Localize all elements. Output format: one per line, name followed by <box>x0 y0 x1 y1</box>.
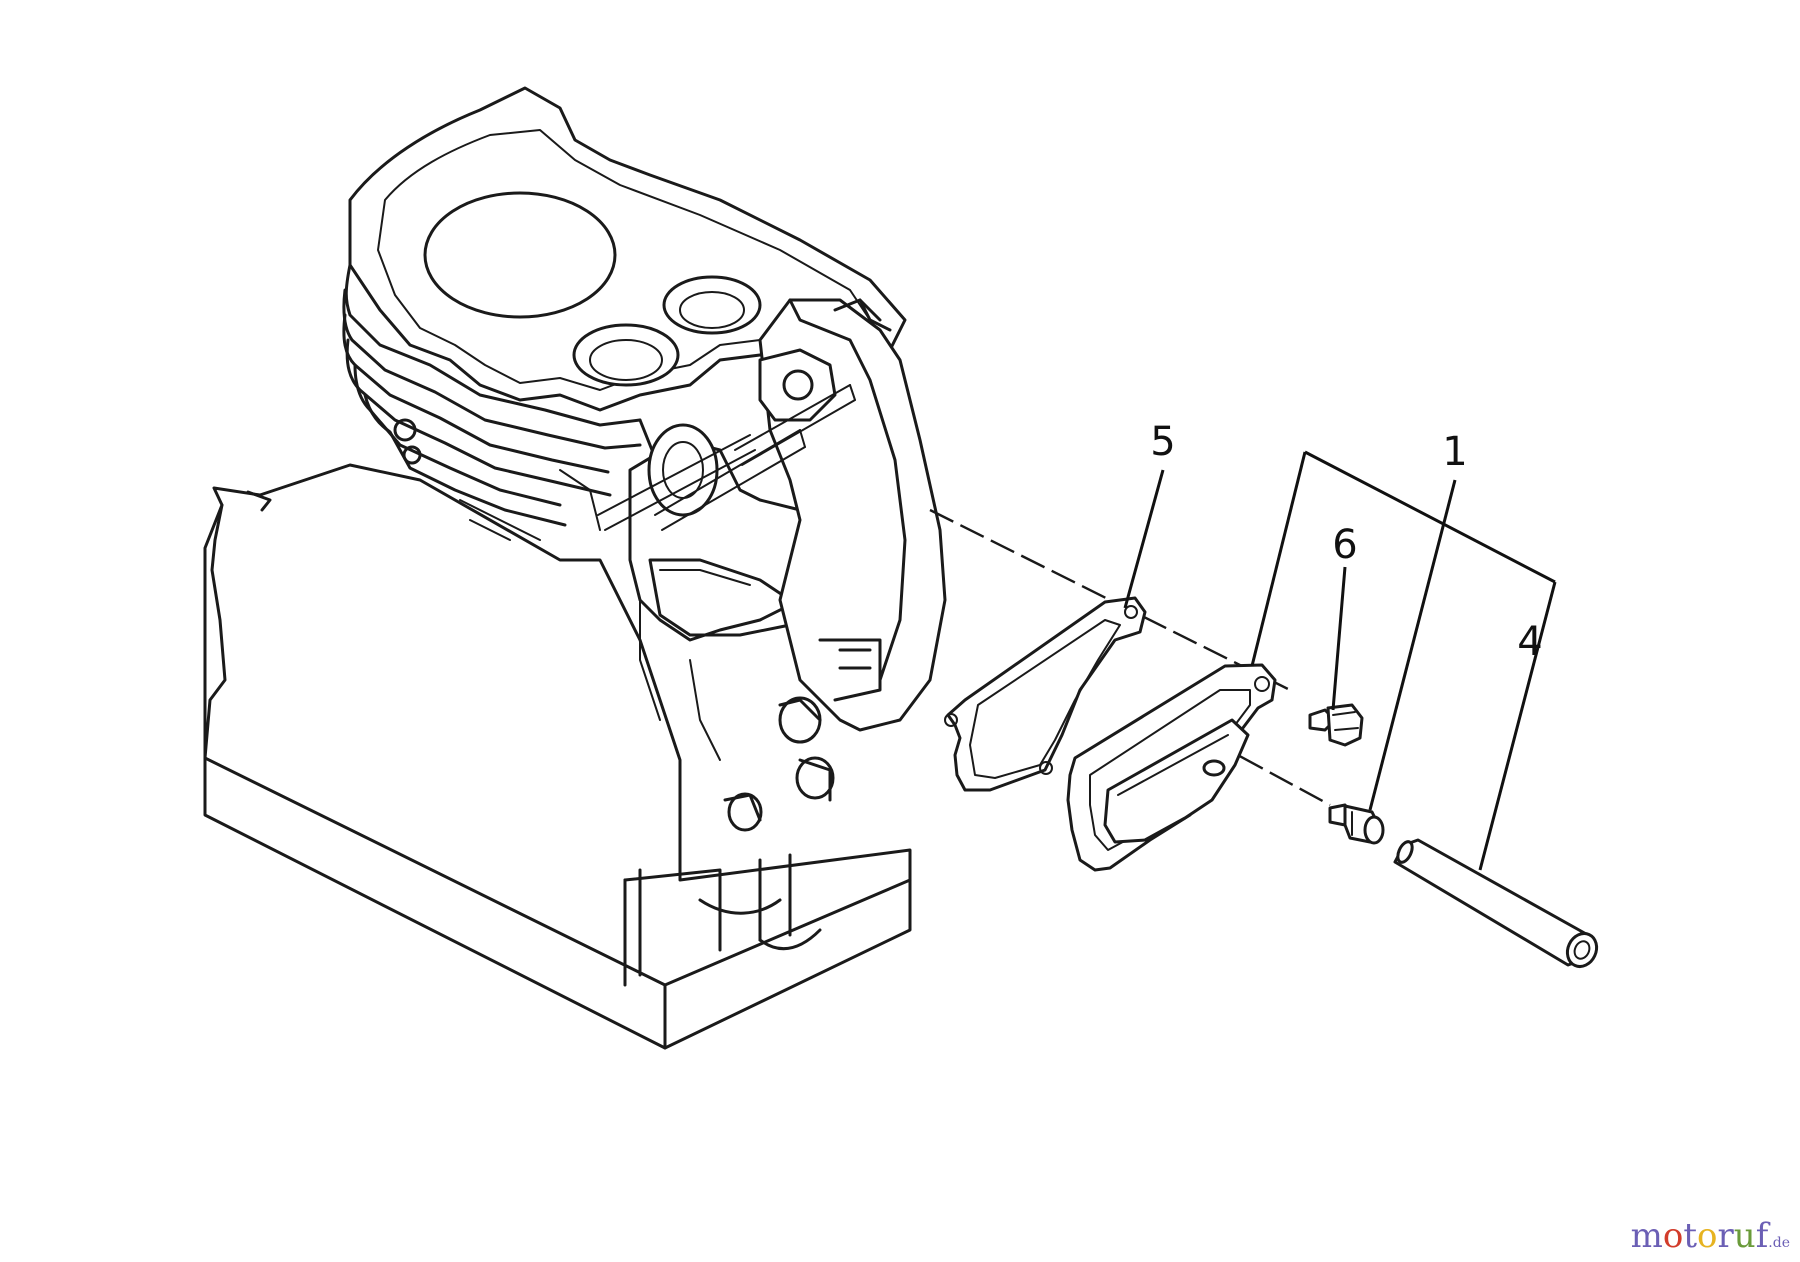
watermark-domain: .de <box>1768 1235 1790 1251</box>
breather-cover-drawing <box>1066 663 1277 872</box>
motoruf-watermark: motoruf.de <box>1631 1216 1790 1256</box>
watermark-letter: f <box>1755 1216 1769 1256</box>
callout-leaders <box>1123 450 1557 871</box>
gasket-drawing <box>944 596 1147 792</box>
watermark-letter: t <box>1683 1216 1698 1256</box>
watermark-letter: o <box>1697 1216 1718 1256</box>
callout-6: 6 <box>1332 522 1357 568</box>
watermark-letter: m <box>1630 1216 1663 1256</box>
fitting-drawing <box>1328 803 1385 845</box>
callout-4: 4 <box>1517 619 1542 665</box>
watermark-letter: r <box>1717 1216 1734 1256</box>
watermark-letters: motoruf <box>1631 1216 1769 1256</box>
callout-1: 1 <box>1442 429 1467 475</box>
screw-drawing <box>1308 703 1364 747</box>
callout-5: 5 <box>1150 419 1175 465</box>
breather-tube-drawing <box>1393 838 1599 969</box>
watermark-letter: o <box>1662 1216 1684 1256</box>
engine-block-illustration <box>203 86 947 1050</box>
watermark-letter: u <box>1733 1216 1756 1256</box>
